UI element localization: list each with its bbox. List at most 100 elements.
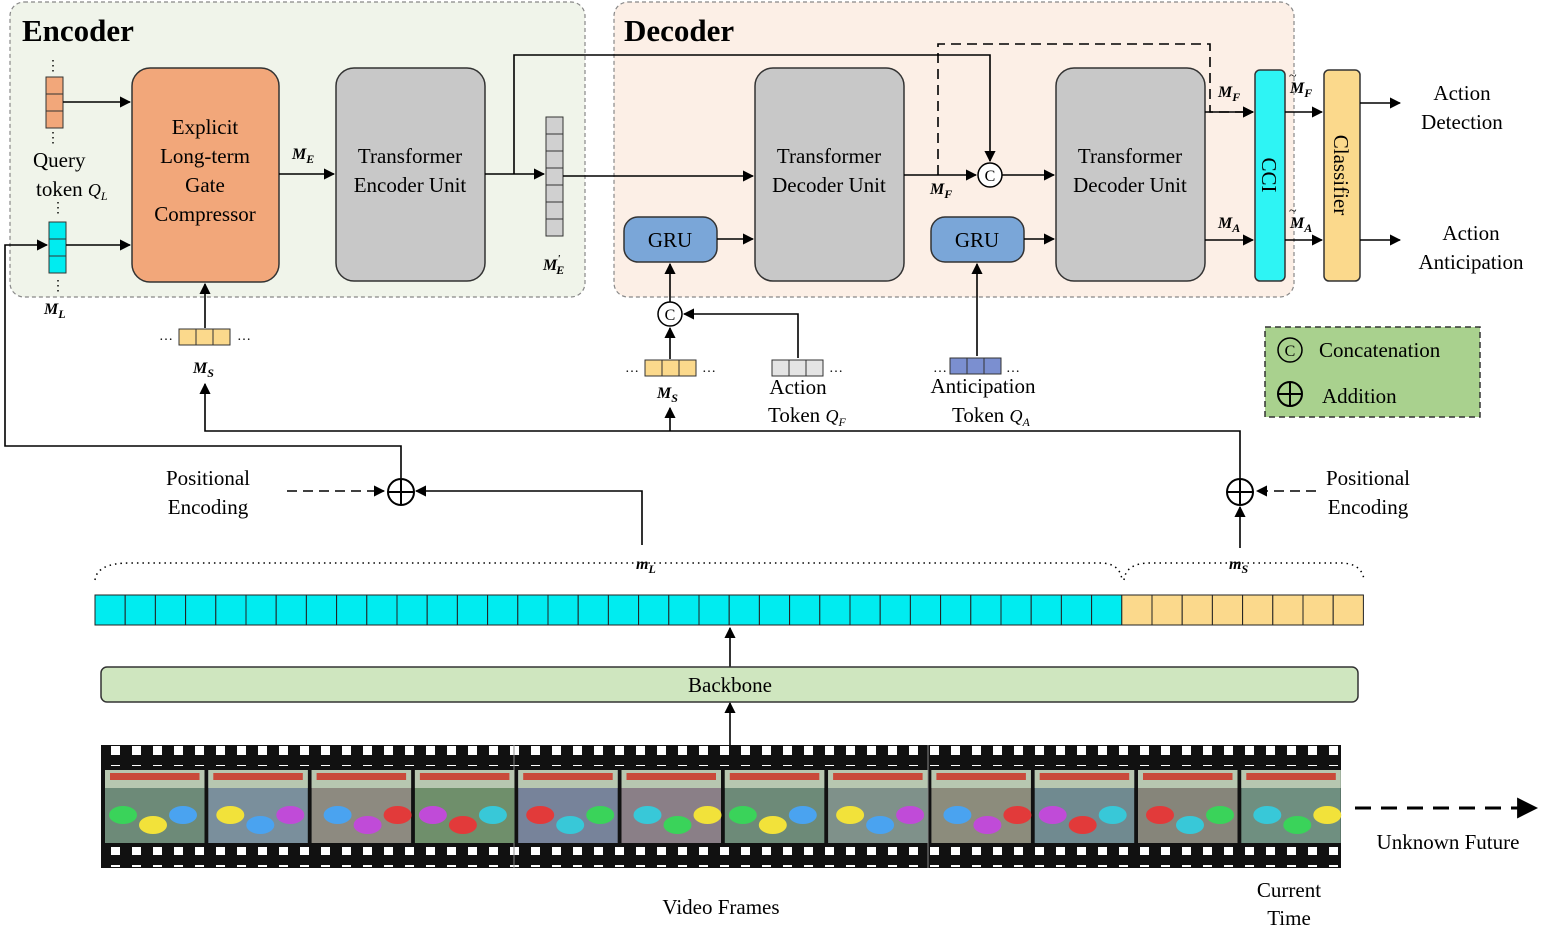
transformer-encoder-line-2: Encoder Unit [354, 173, 467, 197]
long-memory-cell [1060, 594, 1093, 626]
gate-compressor-line-1: Explicit [172, 115, 239, 139]
query-token-label-2: token QL [36, 177, 108, 203]
long-memory-cell [577, 594, 609, 626]
svg-text:…: … [625, 361, 639, 376]
decoder-mf-label: MF [1217, 84, 1240, 104]
svg-text:…: … [1006, 361, 1020, 376]
tilde-mf-tilde: ~ [1289, 69, 1297, 84]
short-memory-cell [1272, 594, 1304, 626]
long-memory-cell [336, 594, 368, 626]
short-memory-cell [1211, 594, 1244, 626]
long-memory-cell [819, 594, 851, 626]
query-token-stack: ⋮ ⋮ [45, 59, 64, 146]
decoder-ma-label: MA [1217, 215, 1240, 235]
short-memory-cell [1242, 594, 1274, 626]
output-detection-line-2: Detection [1421, 110, 1503, 134]
video-frame [828, 770, 928, 843]
output-anticipation-line-2: Anticipation [1419, 250, 1524, 274]
long-memory-cell [1030, 594, 1062, 626]
svg-text:…: … [933, 361, 947, 376]
memory-strip [94, 594, 1364, 626]
pos-enc-right-line-2: Encoding [1328, 495, 1409, 519]
ml-memory-label: mL [636, 556, 656, 576]
cci-label: CCI [1257, 157, 1281, 192]
legend-addition-label: Addition [1322, 384, 1397, 408]
short-memory-cell [1121, 594, 1153, 626]
long-memory-brace [94, 562, 1123, 581]
legend-box [1264, 326, 1481, 418]
video-frame [105, 770, 205, 843]
encoder-title: Encoder [22, 13, 134, 48]
long-memory-cell [1000, 594, 1032, 626]
me-label: ME [291, 146, 314, 166]
short-memory-cell [1181, 594, 1213, 626]
long-memory-cell [124, 594, 156, 626]
ml-token-stack: ⋮ ⋮ [48, 201, 67, 294]
gate-compressor-box [131, 67, 280, 283]
video-frame [1241, 770, 1342, 843]
backbone-label: Backbone [688, 673, 772, 697]
pos-enc-right-line-1: Positional [1326, 466, 1410, 490]
video-frame [208, 770, 308, 843]
svg-text:…: … [829, 361, 843, 376]
transformer-decoder-2-line-2: Decoder Unit [1073, 173, 1187, 197]
output-detection-line-1: Action [1433, 81, 1491, 105]
current-time-line-2: Time [1267, 906, 1311, 930]
gru-label-1: GRU [648, 228, 692, 252]
long-memory-cell [185, 594, 217, 626]
long-memory-cell [547, 594, 579, 626]
gate-compressor-line-2: Long-term [160, 144, 250, 168]
gate-compressor-line-4: Compressor [154, 202, 256, 226]
long-memory-cell [607, 594, 640, 626]
me-prime-label: M'E [542, 253, 564, 277]
transformer-decoder-1-line-1: Transformer [777, 144, 881, 168]
video-frame [724, 770, 825, 843]
svg-text:⋮: ⋮ [46, 59, 60, 74]
video-frame [518, 770, 618, 843]
svg-text:…: … [159, 329, 173, 344]
legend-addition-icon [1277, 381, 1303, 407]
video-frame [1138, 770, 1238, 843]
video-frame [311, 770, 412, 843]
concat-circle-bottom-symbol: C [665, 307, 676, 324]
long-memory-cell [487, 594, 519, 626]
anticipation-token-line-1: Anticipation [931, 374, 1036, 398]
long-memory-cell [305, 594, 338, 626]
decoder-ms-tokens: … … [625, 359, 716, 377]
long-memory-cell [789, 594, 821, 626]
current-time-line-1: Current [1257, 878, 1321, 902]
svg-text:…: … [702, 361, 716, 376]
legend-concat-icon [1277, 337, 1303, 363]
long-memory-cell [758, 594, 791, 626]
transformer-encoder-line-1: Transformer [358, 144, 462, 168]
short-memory-cell [1151, 594, 1183, 626]
decoder-mf-label-mid: MF [929, 181, 952, 201]
long-memory-cell [396, 594, 428, 626]
long-memory-cell [698, 594, 730, 626]
long-memory-cell [909, 594, 942, 626]
tilde-ma-label: MA [1289, 215, 1312, 235]
ms-memory-label: mS [1229, 556, 1248, 576]
classifier-box [1323, 69, 1361, 282]
transformer-decoder-1-line-2: Decoder Unit [772, 173, 886, 197]
addition-circle-left [387, 478, 415, 506]
video-frame [931, 770, 1032, 843]
query-token-label-1: Query [33, 148, 86, 172]
long-memory-cell [154, 594, 187, 626]
tilde-mf-label: MF [1289, 80, 1312, 100]
action-token-line-2: Token QF [768, 403, 846, 429]
long-memory-cell [426, 594, 458, 626]
gru-label-2: GRU [955, 228, 999, 252]
action-token-line-1: Action [769, 375, 827, 399]
long-memory-cell [275, 594, 307, 626]
unknown-future-label: Unknown Future [1377, 830, 1520, 854]
video-frame [1034, 770, 1135, 843]
decoder-title: Decoder [624, 13, 734, 48]
concat-circle-top-symbol: C [985, 168, 996, 185]
long-memory-cell [940, 594, 972, 626]
short-memory-cell [1332, 594, 1364, 626]
long-memory-cell [245, 594, 277, 626]
svg-text:⋮: ⋮ [51, 201, 65, 216]
long-memory-cell [638, 594, 670, 626]
addition-circle-right [1226, 478, 1254, 506]
